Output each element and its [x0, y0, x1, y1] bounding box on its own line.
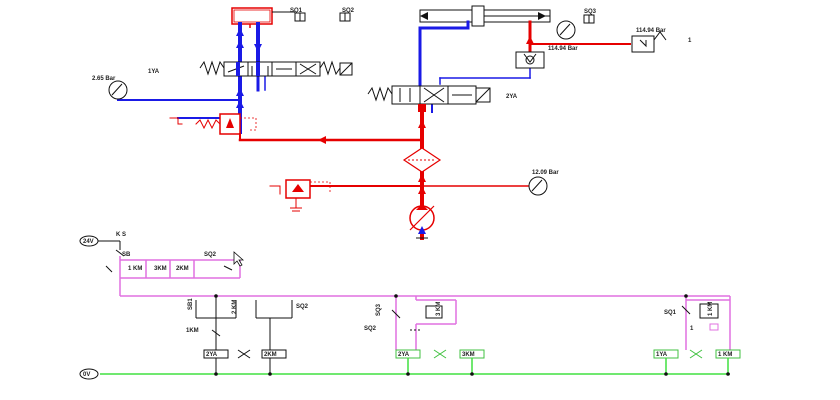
left-gauge-value: 2.65 Bar: [92, 76, 116, 82]
b3-1km: 1 KM: [708, 302, 714, 316]
mouse-cursor: [233, 251, 245, 267]
row-sq2-label: SQ2: [204, 252, 217, 258]
pump[interactable]: [409, 204, 435, 239]
check-valve[interactable]: [515, 51, 545, 69]
ks-label: K S: [116, 232, 126, 238]
b3-coil-1km: 1 KM: [718, 352, 732, 358]
right-top-gauge[interactable]: 114.94 Bar: [548, 20, 578, 52]
pump-gauge-value: 12.09 Bar: [532, 170, 559, 176]
contact-3km: 3KM: [154, 266, 167, 272]
right-cylinder[interactable]: [419, 5, 551, 27]
supply-bottom-label: 0V: [83, 372, 90, 378]
b1-2km: 2 KM: [232, 300, 238, 314]
contact-2km: 2KM: [176, 266, 189, 272]
right-top-gauge-value: 114.94 Bar: [548, 46, 578, 52]
sq1-label: SQ1: [290, 8, 303, 14]
branch-2[interactable]: SQ3 3 KM SQ2 2YA 3KM: [364, 296, 485, 374]
b3-sq1: SQ1: [664, 310, 677, 316]
left-valve[interactable]: 1YA: [148, 60, 353, 77]
right-hydraulic-lines: [418, 20, 631, 113]
left-cylinder[interactable]: [231, 7, 273, 28]
contact-1km: 1 KM: [128, 266, 142, 272]
supply-24v[interactable]: 24V: [79, 235, 99, 247]
sq2-limit-switch[interactable]: SQ2: [339, 8, 355, 22]
b2-3km: 3 KM: [436, 302, 442, 316]
b2-coil-3km: 3KM: [462, 352, 475, 358]
b3-coil-1ya: 1YA: [656, 352, 668, 358]
b1-sb1: SB1: [188, 298, 194, 310]
branch-1[interactable]: SB1 2 KM SQ2 1KM 2YA 2KM: [186, 296, 309, 374]
pump-relief-valve[interactable]: [269, 179, 331, 212]
valve-right-coil-label: 2YA: [506, 94, 518, 100]
sq1-limit-switch[interactable]: SQ1: [272, 8, 306, 22]
filter[interactable]: [402, 147, 442, 173]
valve-left-coil-label: 1YA: [148, 69, 160, 75]
pump-gauge[interactable]: 12.09 Bar: [528, 170, 559, 196]
sq3-label: SQ3: [584, 9, 597, 15]
left-hydraulic-lines: [117, 22, 266, 134]
b2-sq2: SQ2: [364, 326, 377, 332]
supply-0v[interactable]: 0V: [79, 368, 99, 380]
sq2-label: SQ2: [342, 8, 355, 14]
b1-1km: 1KM: [186, 328, 199, 334]
b1-sq2: SQ2: [296, 304, 309, 310]
right-valve[interactable]: 2YA: [367, 85, 518, 112]
left-relief-valve[interactable]: [169, 113, 257, 135]
pressure-switch[interactable]: 114.94 Bar 1: [631, 28, 692, 53]
main-switch[interactable]: K S SB: [98, 232, 131, 296]
sq3-limit-switch[interactable]: SQ3: [583, 9, 597, 24]
left-pressure-gauge[interactable]: 2.65 Bar: [92, 76, 128, 100]
supply-top-label: 24V: [83, 239, 94, 245]
pressure-switch-contact: 1: [688, 38, 692, 44]
sb-label: SB: [122, 252, 131, 258]
b2-sq3: SQ3: [376, 303, 382, 316]
contact-row[interactable]: 1 KM 3KM 2KM SQ2: [105, 252, 241, 279]
b3-one: 1: [690, 326, 694, 332]
b1-coil-2ya: 2YA: [206, 352, 218, 358]
main-pressure-line: [238, 108, 529, 240]
electrical-power-rails: [100, 295, 730, 375]
branch-3[interactable]: SQ1 1 KM 1 1YA 1 KM: [653, 296, 741, 374]
b1-coil-2km: 2KM: [264, 352, 277, 358]
b2-coil-2ya: 2YA: [398, 352, 410, 358]
pressure-switch-value: 114.94 Bar: [636, 28, 666, 34]
junction-dots: [214, 294, 730, 376]
